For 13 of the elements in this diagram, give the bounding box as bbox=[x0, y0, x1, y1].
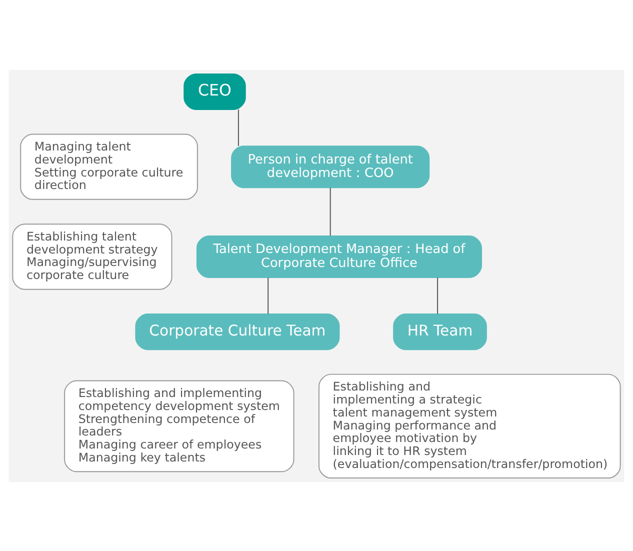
node-box: Establishing talent development strategy Managing/supervising corporate culture bbox=[12, 223, 172, 290]
node-box: HR Team bbox=[393, 313, 487, 350]
node-box: CEO bbox=[184, 72, 246, 110]
node-box: Talent Development Manager：Head of Corporate Culture Office bbox=[196, 235, 482, 278]
connector bbox=[238, 108, 239, 146]
node-box: Establishing and implementing competency development system Strengthening competence of leaders Managing career of employees Managing key talents bbox=[64, 380, 294, 472]
connector bbox=[268, 276, 269, 314]
node-box: Managing talent development Setting corporate culture direction bbox=[20, 133, 198, 200]
node-box: Corporate Culture Team bbox=[135, 313, 340, 350]
node-box: Person in charge of talent development：COO bbox=[231, 145, 430, 188]
connector bbox=[330, 186, 331, 236]
connector bbox=[437, 276, 438, 314]
node-box: Establishing and implementing a strategic talent management system Managing performance and employee motivation by linking it to HR system (evaluation/compensation/transfer/promotion) bbox=[318, 373, 621, 478]
